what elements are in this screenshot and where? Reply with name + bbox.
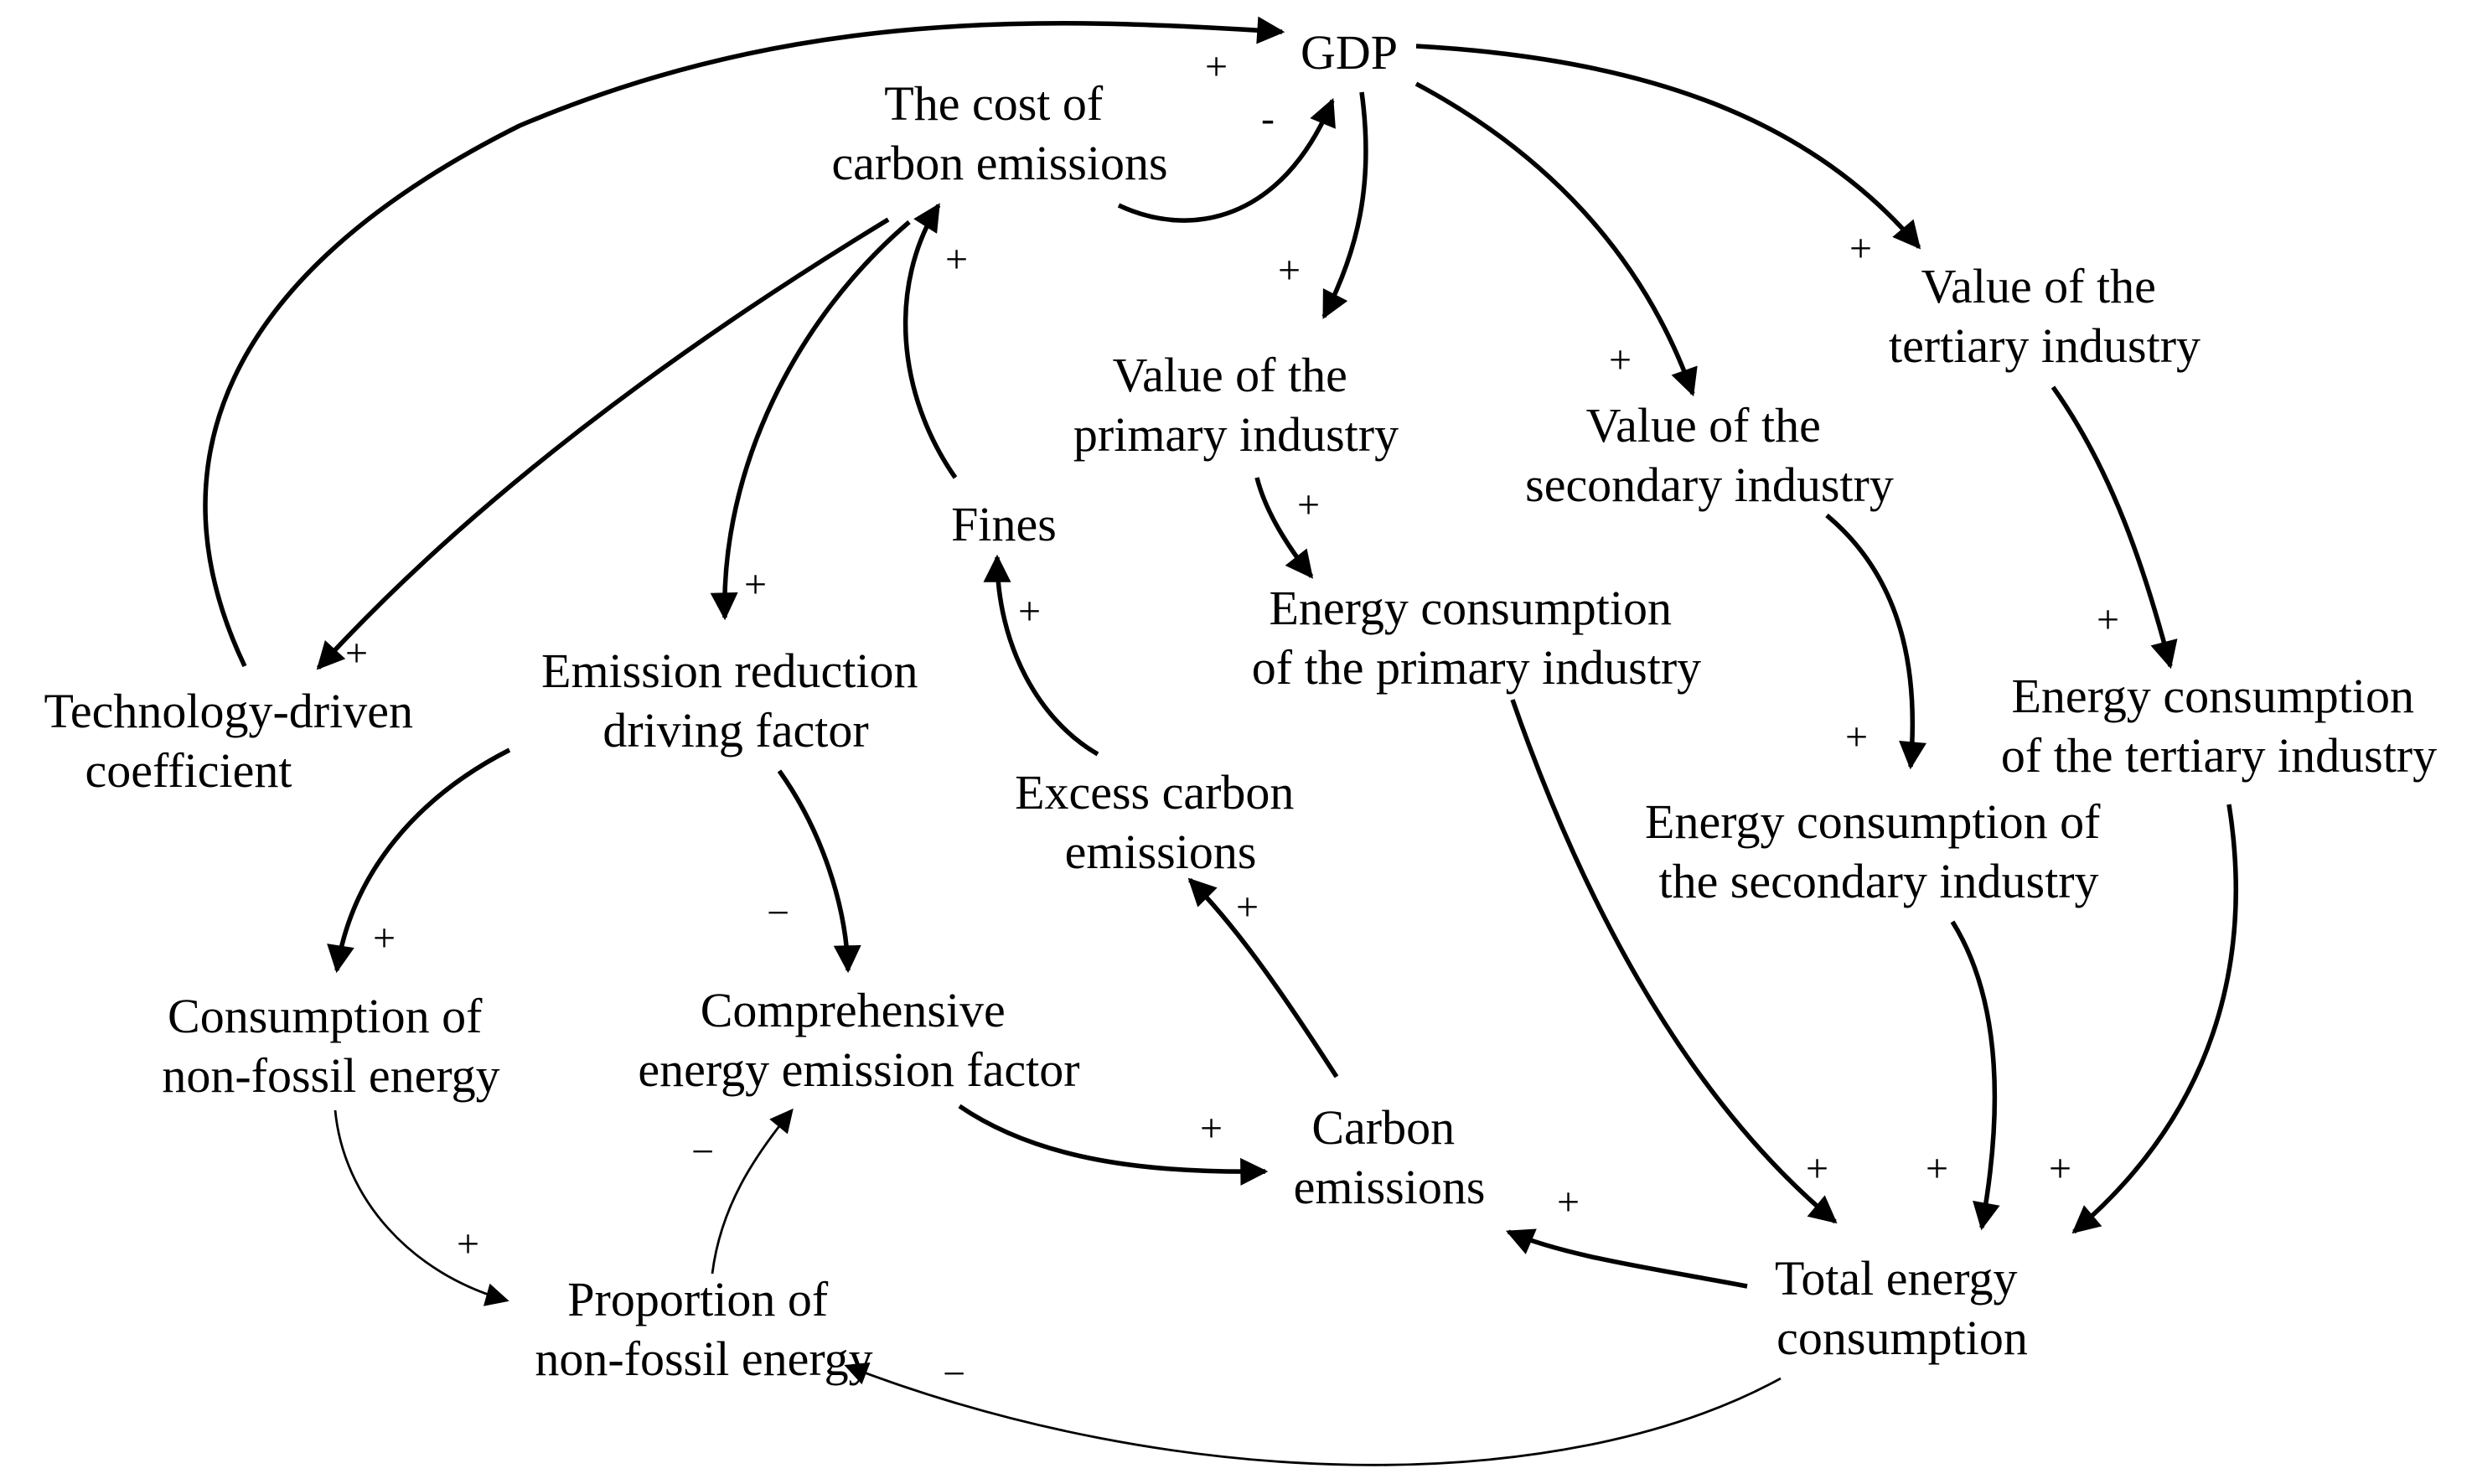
edge-primary-value-to-energy	[1254, 477, 1314, 579]
sign-primary-value-to-energy: +	[1297, 483, 1320, 527]
node-gdp: GDP	[1301, 25, 1398, 80]
sign-cost-to-gdp: -	[1261, 96, 1275, 141]
node-cost-of-carbon-emissions: The cost of carbon emissions	[831, 76, 1167, 190]
edge-reduction-to-comprehensive-factor	[777, 769, 861, 974]
node-proportion-non-fossil-energy: Proportion of non-fossil energy	[535, 1272, 872, 1386]
node-comprehensive-energy-emission-factor: Comprehensive energy emission factor	[638, 983, 1079, 1097]
edge-technology-to-gdp	[203, 16, 1285, 668]
edge-cost-to-technology	[316, 217, 890, 670]
node-carbon-emissions: Carbon emissions	[1294, 1100, 1486, 1214]
sign-primary-energy-to-total: +	[1806, 1146, 1828, 1191]
edge-primary-energy-to-total	[1510, 699, 1838, 1224]
sign-gdp-to-primary-value: +	[1278, 248, 1301, 292]
node-energy-secondary-industry: Energy consumption of the secondary indu…	[1645, 794, 2113, 908]
edge-cost-to-gdp	[1117, 97, 1336, 223]
node-energy-primary-industry: Energy consumption of the primary indust…	[1252, 581, 1701, 695]
node-fines: Fines	[951, 497, 1057, 551]
sign-secondary-energy-to-total: +	[1926, 1146, 1948, 1191]
polarity-signs: + - + + + + + + + + + + + − + + + + − + …	[345, 44, 2119, 1396]
sign-proportion-to-factor: −	[691, 1130, 714, 1174]
sign-reduction-to-nonfossil-consumption: +	[373, 916, 396, 960]
node-value-secondary-industry: Value of the secondary industry	[1525, 398, 1894, 512]
sign-total-to-proportion: −	[943, 1352, 965, 1396]
sign-nonfossil-consumption-to-proportion: +	[457, 1222, 479, 1266]
sign-cost-to-technology: +	[345, 631, 368, 675]
nodes: GDP The cost of carbon emissions Value o…	[44, 25, 2438, 1386]
sign-secondary-value-to-energy: +	[1845, 715, 1868, 759]
node-excess-carbon-emissions: Excess carbon emissions	[1015, 765, 1306, 879]
sign-tertiary-energy-to-total: +	[2049, 1146, 2071, 1191]
sign-reduction-to-comprehensive-factor: −	[767, 891, 789, 935]
edge-nonfossil-consumption-to-proportion	[334, 1109, 509, 1306]
sign-gdp-to-secondary-value: +	[1609, 338, 1632, 382]
node-consumption-non-fossil-energy: Consumption of non-fossil energy	[162, 989, 499, 1103]
edge-secondary-value-to-energy	[1825, 513, 1927, 770]
edge-fines-to-cost	[902, 203, 958, 479]
edges	[203, 16, 2238, 1466]
edge-secondary-energy-to-total	[1950, 920, 2000, 1231]
node-emission-reduction-driving-factor: Emission reduction driving factor	[541, 644, 930, 758]
edge-tertiary-value-to-energy	[2051, 385, 2178, 670]
sign-tertiary-value-to-energy: +	[2097, 597, 2119, 642]
edge-proportion-to-factor	[711, 1108, 794, 1275]
edge-gdp-to-primary-value	[1321, 91, 1368, 319]
sign-technology-to-gdp: +	[1205, 44, 1228, 89]
edge-carbon-to-excess	[1187, 877, 1339, 1078]
sign-cost-to-reduction-factor: +	[744, 562, 767, 607]
edge-cost-to-reduction-factor	[710, 220, 911, 621]
node-value-primary-industry: Value of the primary industry	[1073, 348, 1399, 462]
sign-carbon-to-excess: +	[1236, 885, 1259, 929]
edge-gdp-to-tertiary-value	[1415, 44, 1921, 250]
edge-tertiary-energy-to-total	[2071, 804, 2238, 1234]
edge-gdp-to-secondary-value	[1414, 81, 1698, 397]
node-value-tertiary-industry: Value of the tertiary industry	[1889, 259, 2200, 373]
sign-total-to-carbon: +	[1557, 1180, 1580, 1224]
node-total-energy-consumption: Total energy consumption	[1775, 1251, 2030, 1365]
sign-factor-to-carbon: +	[1200, 1106, 1223, 1150]
sign-excess-to-fines: +	[1018, 589, 1041, 633]
node-technology-driven-coefficient: Technology-driven coefficient	[44, 684, 426, 798]
edge-factor-to-carbon	[958, 1104, 1269, 1186]
edge-total-to-proportion	[844, 1362, 1782, 1466]
node-energy-tertiary-industry: Energy consumption of the tertiary indus…	[2001, 669, 2437, 783]
edge-excess-to-fines	[983, 554, 1099, 757]
edge-total-to-carbon	[1505, 1228, 1748, 1289]
sign-gdp-to-tertiary-value: +	[1849, 226, 1872, 271]
edge-reduction-to-nonfossil-consumption	[327, 747, 511, 974]
sign-fines-to-cost: +	[945, 237, 968, 282]
